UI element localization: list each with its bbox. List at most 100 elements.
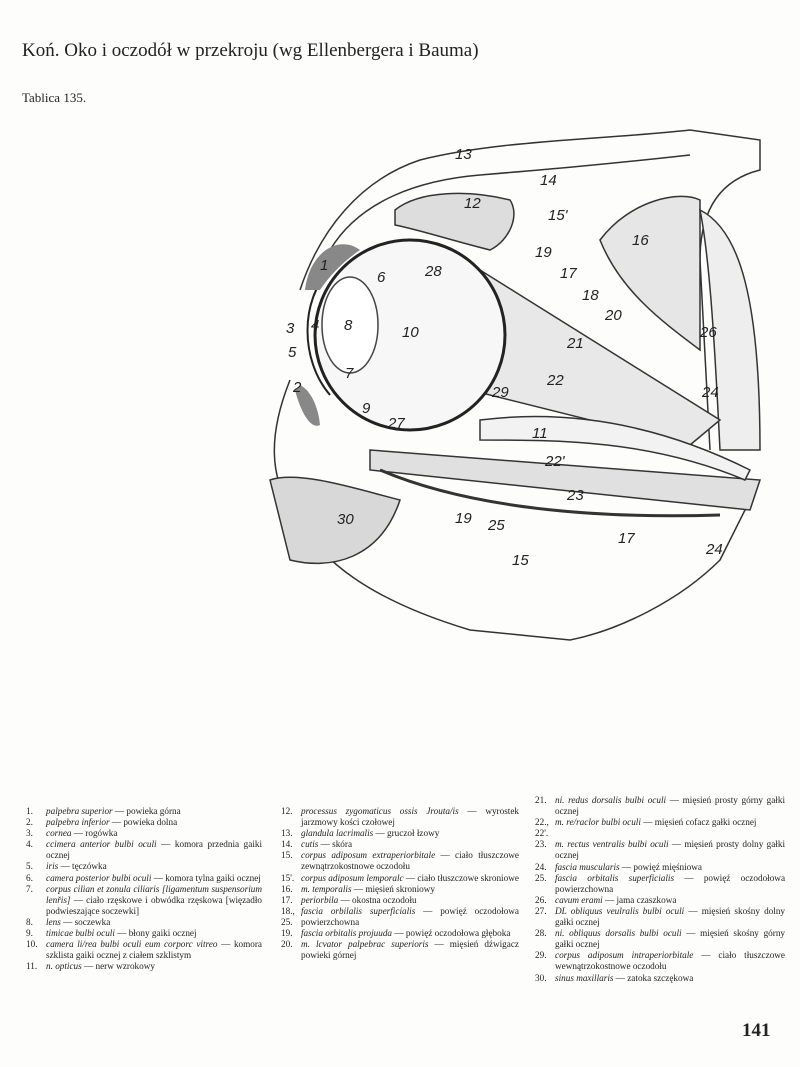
legend-item: 22., 22'.m. re/raclor bulbi oculi — mięs… [535,817,785,839]
lower-eyelid [295,385,320,426]
label-21: 21 [566,335,584,352]
latin-term: palpebra superior [46,806,113,816]
legend-text: lens — soczewka [46,916,111,927]
latin-term: cutis [301,839,319,850]
polish-term: mięsień cofacz gałki ocznej [654,817,757,828]
label-17-lower: 17 [618,530,635,547]
legend-item: 30.sinus maxillaris — zatoka szczękowa [535,973,785,984]
polish-term: mięsień prosty dolny gałki ocznej [555,839,786,861]
legend-item: 4.ccimera anterior bulbi oculi — komora … [26,839,262,861]
polish-term: jama czaszkowa [616,894,677,905]
label-27: 27 [387,415,405,432]
latin-term: corpus adiposum extraperiorbitale [301,850,436,861]
label-12: 12 [464,195,481,212]
legend-text: fascia orbilalis superficialis — powięź … [301,905,519,927]
latin-term: m. lcvator palpebrac superioris [301,939,429,950]
legend-number: 25. [535,872,547,883]
legend-number: 11. [26,961,38,972]
label-30: 30 [337,511,354,528]
legend-number: 22., 22'. [535,817,549,839]
polish-term: nerw wzrokowy [95,961,155,972]
label-13: 13 [455,146,472,163]
latin-term: timicae bulbi oculi [46,928,115,939]
latin-term: processus zygomaticus ossis Jrouta/is [301,806,459,816]
polish-term: komora szklista gaiki ocznej z ciałem sz… [46,939,263,961]
latin-term: fascia muscularis [555,861,620,872]
eye-orbit-illustration: 1 2 3 4 5 6 7 8 9 10 11 12 13 14 15 15' … [269,129,762,641]
legend-text: corpus adiposum extraperiorbitale — ciał… [301,850,520,872]
legend-text: timicae bulbi oculi — błony gaiki ocznej [46,928,197,939]
legend-item: 15'.corpus adiposum lemporalc — ciało tł… [281,873,519,884]
legend-text: sinus maxillaris — zatoka szczękowa [555,972,694,983]
legend-text: m. lcvator palpebrac superioris — mięsie… [301,939,520,961]
legend-item: 26.cavum erami — jama czaszkowa [535,895,785,906]
lower-orbit [273,379,751,641]
legend-item: 17.periorbila — okostna oczodołu [281,895,519,906]
legend-number: 23. [535,839,547,850]
label-24-upper: 24 [701,384,719,401]
optic-nerve [479,415,752,481]
lacrimal-gland [394,192,515,251]
legend-number: 26. [535,894,547,905]
legend-item: 7.corpus cilian et zonula ciliaris [liga… [26,884,262,917]
polish-term: mięsień skośny dolny gałki ocznej [555,905,786,928]
legend-number: 27. [535,905,547,916]
legend-text: ccimera anterior bulbi oculi — komora pr… [46,839,263,861]
legend-number: 15. [281,850,293,861]
polish-term: rogówka [85,828,118,839]
polish-term: powieka dolna [123,817,178,828]
legend-number: 28. [535,928,547,939]
legend-text: cornea — rogówka [46,828,118,839]
legend-number: 20. [281,939,293,950]
latin-term: n. opticus [46,961,82,972]
polish-term: soczewka [74,916,111,927]
latin-term: lens [46,916,61,927]
legend-column-2: 12.processus zygomaticus ossis Jrouta/is… [281,806,519,961]
polish-term: okostna oczodołu [352,894,417,905]
label-9: 9 [362,400,371,417]
legend-text: ni. redus dorsalis bulbi oculi — mięsień… [555,795,786,817]
legend-item: 25. fascia orbitalis superficialis — powi… [535,873,785,895]
cranial-cavity [698,208,761,451]
legend-number: 17. [281,894,293,905]
label-19-upper: 19 [535,244,552,261]
polish-term: tęczówka [72,861,107,872]
latin-term: camera posterior bulbi oculi [46,872,152,883]
legend-text: processus zygomaticus ossis Jrouta/is — … [301,806,519,828]
label-6: 6 [377,269,386,286]
legend-number: 9. [26,928,33,939]
polish-term: skóra [332,839,353,850]
polish-term: powięź oczodołowa powierzchowna [555,872,786,894]
latin-term: fascia orbilalis superficialis [301,905,416,916]
legend-item: 16.m. temporalis — mięsień skroniowy [281,884,519,895]
latin-term: palpebra inferior [46,817,110,828]
polish-term: powięź mięśniowa [633,861,702,872]
polish-term: powięź oczodołowa powierzchowna [301,905,519,927]
label-17-upper: 17 [560,265,577,282]
legend-item: 20. m. lcvator palpebrac superioris — mię… [281,939,519,961]
skin-outline [299,129,761,451]
polish-term: gruczoł łzowy [387,828,440,839]
latin-term: m. temporalis [301,883,352,894]
lens [321,276,379,374]
legend-number: 15'. [281,872,295,883]
legend-text: fascia orbitalis projuuda — powięź oczod… [301,928,511,939]
legend-item: 8.lens — soczewka [26,917,262,928]
latin-term: fascia orbitalis projuuda [301,928,393,939]
legend-item: 14.cutis — skóra [281,839,519,850]
polish-term: powięź oczodołowa głęboka [405,928,511,939]
legend-item: 5.iris — tęczówka [26,861,262,872]
legend-text: fascia orbitalis superficialis — powięź … [555,872,786,894]
legend-number: 7. [26,883,33,894]
legend-item: 11.n. opticus — nerw wzrokowy [26,961,262,972]
label-24-lower: 24 [705,541,723,558]
polish-term: wyrostek jarzmowy kości czołowej [301,806,519,828]
legend-number: 19. [281,928,293,939]
legend-text: palpebra inferior — powieka dolna [46,817,178,828]
legend-text: iris — tęczówka [46,861,107,872]
legend-item: 21.ni. redus dorsalis bulbi oculi — mięs… [535,795,785,817]
polish-term: ciało tłuszczowe zewnątrzokostnowe oczod… [301,850,520,872]
label-10: 10 [402,324,419,341]
